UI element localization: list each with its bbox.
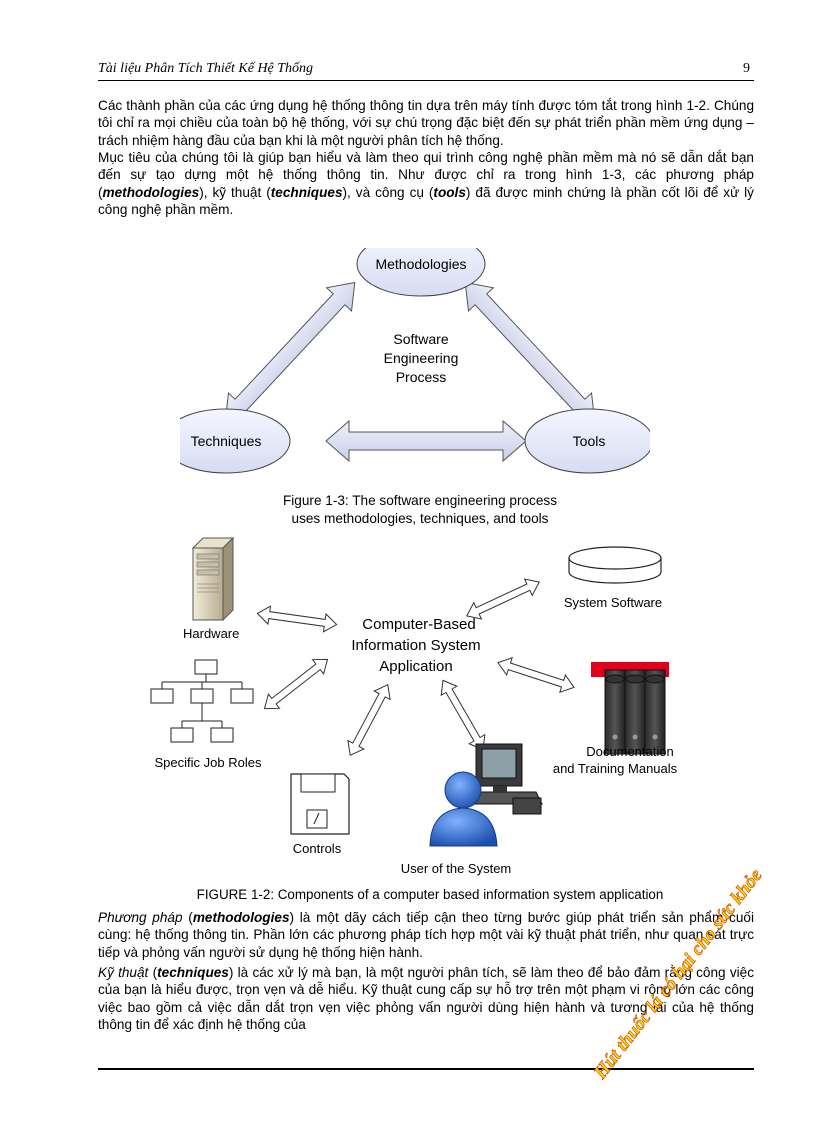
center-label-line-1: Software [393,331,448,347]
hardware-label: Hardware [183,626,239,641]
job-roles-label: Specific Job Roles [155,755,262,770]
page-number: 9 [743,61,750,76]
tools-label: Tools [573,433,606,449]
arrow-techniques-tools [325,419,527,463]
tools-node [524,408,650,474]
arrow-job-roles [258,651,334,717]
intro-text-2d: ), và công cụ ( [342,184,434,200]
techniques-text: ) là các xử lý mà bạn, là một người phân… [98,965,755,1033]
arrow-controls [341,679,397,761]
center-label-line-3: Process [396,369,447,385]
floppy-disk-icon [290,773,350,835]
manuals-icon [591,662,669,755]
intro-paragraph-1: Các thành phần của các ứng dụng hệ thống… [98,97,754,149]
org-chart-icon [150,659,254,743]
intro-text-2a: Mục tiêu của chúng tôi là giúp bạn hiểu … [98,150,754,200]
figure-1-3-caption: Figure 1-3: The software engineering pro… [220,492,620,528]
documentation-label-line-2: and Training Manuals [553,761,678,776]
center-label-line-2: Engineering [384,350,459,366]
footer-rule [98,1068,754,1070]
arrow-system-software [462,573,544,625]
user-label: User of the System [401,861,512,876]
arrow-hardware [255,604,339,634]
system-software-label: System Software [564,595,662,610]
intro-paragraph-2: Mục tiêu của chúng tôi là giúp bạn hiểu … [98,149,754,219]
controls-label: Controls [293,841,342,856]
header-rule [98,80,754,81]
methodologies-text: ) là một dãy cách tiếp cận theo từng bướ… [98,910,754,960]
intro-text-2e: ) đã được minh chứng là phần cốt lõi để … [98,184,754,218]
arrow-user [434,675,492,755]
arrow-methodologies-techniques [224,281,356,423]
methodologies-node [356,248,486,297]
figure-1-2-diagram: Hardware System Software Computer-Based … [150,536,678,876]
arrow-documentation [494,653,578,697]
center-line-1: Computer-Based [362,616,475,633]
techniques-label: Techniques [191,433,262,449]
intro-text-1: Các thành phần của các ứng dụng hệ thống… [98,98,754,148]
techniques-node [180,408,291,474]
intro-text-2c: ), kỹ thuật ( [199,184,271,200]
center-line-3: Application [379,658,452,675]
term-methodologies: methodologies [102,184,200,200]
term-tools: tools [433,184,466,200]
techniques-term-en: techniques [157,965,229,980]
methodologies-term-en: methodologies [192,910,290,925]
techniques-paragraph: Kỹ thuật (techniques) là các xử lý mà bạ… [98,965,755,1033]
running-header: Tài liệu Phân Tích Thiết Kế Hệ Thống 9 [98,61,754,79]
methodologies-label: Methodologies [375,256,466,272]
center-line-2: Information System [351,637,480,654]
figure-1-3-caption-line-1: Figure 1-3: The software engineering pro… [282,493,558,508]
methodologies-paragraph: Phương pháp (methodologies) là một dãy c… [98,910,754,960]
figure-1-2-caption: FIGURE 1-2: Components of a computer bas… [196,887,664,902]
figure-1-3-caption-line-2: uses methodologies, techniques, and tool… [291,511,549,526]
methodologies-term-vi: Phương pháp [98,910,183,925]
user-computer-icon [429,743,543,847]
techniques-term-vi: Kỹ thuật [98,965,149,980]
documentation-label-line-1: Documentation [586,744,673,759]
disk-icon [568,546,662,584]
hardware-icon [191,536,235,622]
figure-1-3-diagram: Methodologies Techniques Tools Software … [180,248,650,474]
document-title: Tài liệu Phân Tích Thiết Kế Hệ Thống [98,61,314,76]
term-techniques: techniques [270,184,343,200]
